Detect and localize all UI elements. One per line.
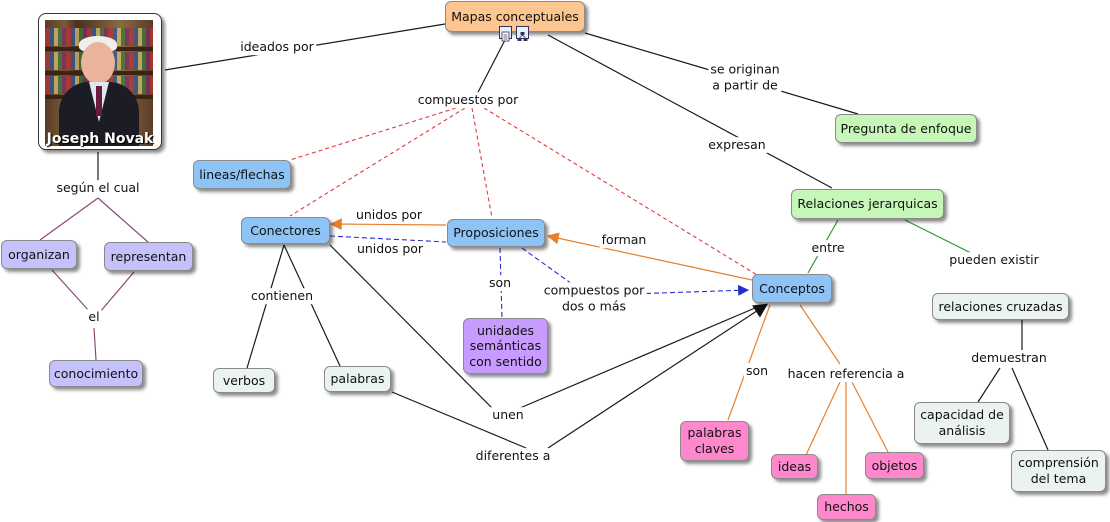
link-label-hacen-referencia-a: hacen referencia a <box>785 366 907 382</box>
node-conceptos[interactable]: Conceptos <box>752 274 832 303</box>
link-label-unidos-por-1: unidos por <box>353 207 425 223</box>
link-label-diferentes-a: diferentes a <box>473 448 553 464</box>
link-label-ideados-por: ideados por <box>238 39 316 55</box>
link-label-entre: entre <box>809 240 847 256</box>
portrait-image <box>45 20 153 146</box>
link-label-demuestran: demuestran <box>969 350 1049 366</box>
node-unidades-semanticas[interactable]: unidades semánticas con sentido <box>463 318 548 374</box>
node-organizan[interactable]: organizan <box>1 240 77 269</box>
joseph-novak-photo: Joseph Novak <box>38 13 162 150</box>
link-label-se-originan: se originan a partir de <box>708 61 782 93</box>
link-label-compuestos-por: compuestos por <box>415 92 521 108</box>
link-label-unen: unen <box>490 407 526 423</box>
node-conectores[interactable]: Conectores <box>241 217 330 244</box>
node-palabras-claves[interactable]: palabras claves <box>680 421 749 461</box>
node-representan[interactable]: representan <box>104 242 193 271</box>
link-label-el: el <box>86 309 102 325</box>
node-pregunta-de-enfoque[interactable]: Pregunta de enfoque <box>835 114 977 143</box>
node-comprension-del-tema[interactable]: comprensión del tema <box>1011 450 1106 492</box>
node-relaciones-jerarquicas[interactable]: Relaciones jerarquicas <box>791 189 944 219</box>
link-label-unidos-por-2: unidos por <box>354 241 426 257</box>
link-label-son-2: son <box>743 363 771 379</box>
node-relaciones-cruzadas[interactable]: relaciones cruzadas <box>932 293 1069 320</box>
node-mapas-conceptuales[interactable]: Mapas conceptuales <box>445 1 585 32</box>
document-icon[interactable] <box>499 26 512 42</box>
link-label-forman: forman <box>599 232 649 248</box>
sub-map-icon[interactable] <box>516 26 529 41</box>
node-ideas[interactable]: ideas <box>771 454 818 479</box>
photo-caption: Joseph Novak <box>46 131 154 147</box>
node-verbos[interactable]: verbos <box>213 368 275 393</box>
node-proposiciones[interactable]: Proposiciones <box>447 219 545 247</box>
link-label-compuestos-por-dos: compuestos por dos o más <box>541 282 647 314</box>
node-conocimiento[interactable]: conocimiento <box>49 360 143 387</box>
link-label-contienen: contienen <box>248 288 316 304</box>
link-label-segun-el-cual: según el cual <box>54 180 142 196</box>
node-capacidad-de-analisis[interactable]: capacidad de análisis <box>914 402 1010 444</box>
link-label-son-1: son <box>486 275 514 291</box>
node-hechos[interactable]: hechos <box>817 494 876 520</box>
link-label-expresan: expresan <box>706 137 768 153</box>
node-palabras[interactable]: palabras <box>324 366 391 392</box>
link-label-pueden-existir: pueden existir <box>947 252 1041 268</box>
node-objetos[interactable]: objetos <box>865 452 924 479</box>
node-lineas-flechas[interactable]: lineas/flechas <box>193 160 291 189</box>
